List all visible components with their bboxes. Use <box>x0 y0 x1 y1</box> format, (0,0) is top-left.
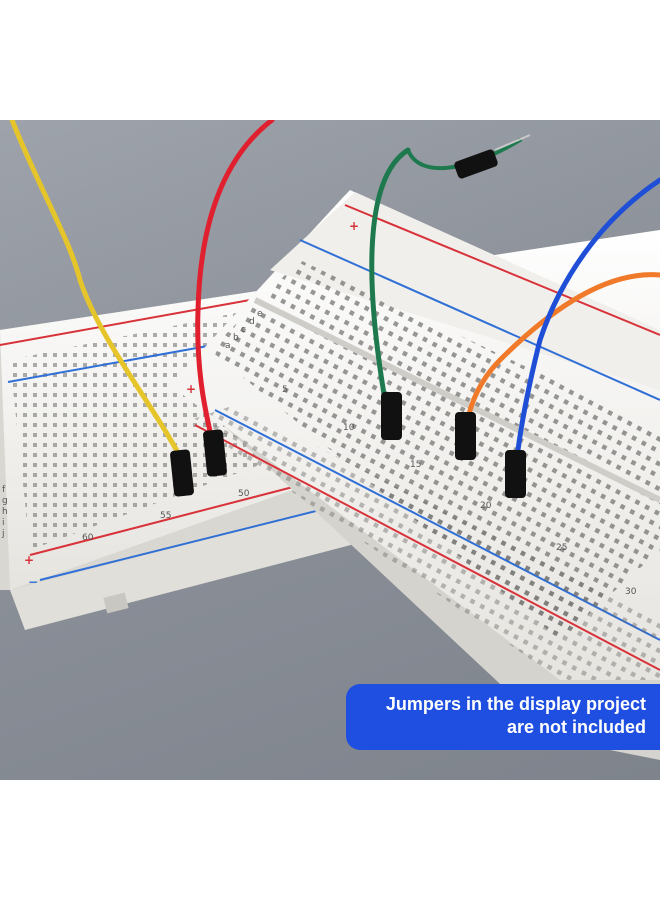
col-label-10: 10 <box>343 423 355 433</box>
breadboard-photo: + − + + f g h i j 60 55 50 a b c d e 5 1… <box>0 120 660 780</box>
board-labels: + − + + f g h i j 60 55 50 a b c d e 5 1… <box>1 219 637 597</box>
row-label-e: e <box>257 309 263 319</box>
front-breadboard <box>170 190 660 760</box>
orange-wire <box>465 272 660 423</box>
row-label-h: h <box>2 507 8 517</box>
row-label-f: f <box>2 485 6 495</box>
col-label-25: 25 <box>556 543 567 553</box>
orange-connector <box>455 412 476 460</box>
row-label-d: d <box>249 317 255 327</box>
plus-sign-top: + <box>349 219 359 233</box>
jumper-wires <box>9 120 660 463</box>
blue-wire <box>515 177 660 453</box>
banner-line-1: Jumpers in the display project <box>385 694 646 714</box>
plus-sign-front: + <box>186 382 196 396</box>
col-label-20: 20 <box>480 501 492 511</box>
col-label-55: 55 <box>160 511 171 521</box>
minus-sign: − <box>28 575 38 589</box>
yellow-wire <box>9 120 185 463</box>
row-label-b: b <box>233 333 239 343</box>
col-label-60: 60 <box>82 533 94 543</box>
green-wire-tail <box>406 138 522 171</box>
col-label-30: 30 <box>625 587 637 597</box>
col-label-50: 50 <box>238 489 250 499</box>
yellow-connector <box>170 449 194 497</box>
green-connector <box>381 392 402 440</box>
col-label-15: 15 <box>410 460 421 470</box>
col-label-5: 5 <box>282 385 288 395</box>
banner-line-2: are not included <box>506 717 646 737</box>
row-label-a: a <box>225 341 231 351</box>
row-label-j: j <box>1 529 5 539</box>
red-wire <box>195 120 275 443</box>
jumpers-not-included-banner: Jumpers in the display project are not i… <box>346 684 660 750</box>
breadboard-scene: + − + + f g h i j 60 55 50 a b c d e 5 1… <box>0 120 660 760</box>
plus-sign: + <box>24 553 34 567</box>
row-label-g: g <box>2 496 8 506</box>
row-label-c: c <box>241 325 246 335</box>
blue-connector <box>505 450 526 498</box>
loose-connector <box>454 149 498 179</box>
wire-connectors <box>170 134 531 498</box>
green-wire <box>369 147 411 403</box>
row-label-i: i <box>2 518 5 528</box>
red-connector <box>203 429 227 477</box>
